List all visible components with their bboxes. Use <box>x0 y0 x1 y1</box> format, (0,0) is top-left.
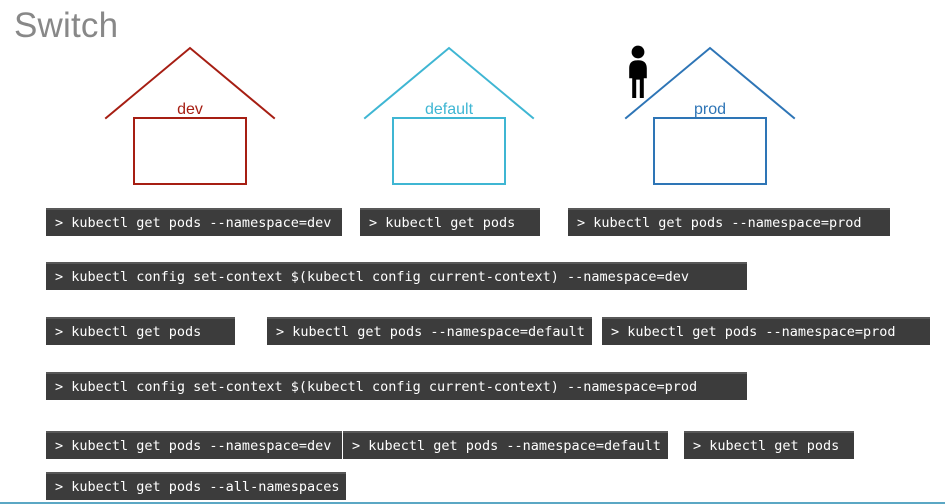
house-default: default <box>363 45 535 190</box>
command-bar[interactable]: > kubectl get pods --namespace=default <box>343 431 668 459</box>
command-bar[interactable]: > kubectl get pods --namespace=prod <box>568 208 890 236</box>
house-outline-icon <box>104 46 276 185</box>
house-prod: prod <box>624 45 796 190</box>
house-outline-icon <box>624 46 796 185</box>
command-bar[interactable]: > kubectl get pods <box>360 208 540 236</box>
command-bar[interactable]: > kubectl get pods <box>684 431 854 459</box>
house-dev: dev <box>104 45 276 190</box>
command-bar[interactable]: > kubectl get pods <box>46 317 235 345</box>
house-outline-icon <box>363 46 535 185</box>
command-bar[interactable]: > kubectl get pods --namespace=dev <box>46 431 342 459</box>
person-icon <box>629 45 647 98</box>
house-label-prod: prod <box>693 101 727 118</box>
command-bar[interactable]: > kubectl config set-context $(kubectl c… <box>46 262 747 290</box>
command-bar[interactable]: > kubectl get pods --namespace=default <box>267 317 592 345</box>
command-bar[interactable]: > kubectl get pods --all-namespaces <box>46 472 346 500</box>
command-bar[interactable]: > kubectl get pods --namespace=prod <box>602 317 930 345</box>
page-title: Switch <box>14 6 119 45</box>
house-label-dev: dev <box>177 101 203 118</box>
bottom-accent-rule <box>0 502 945 504</box>
command-bar[interactable]: > kubectl config set-context $(kubectl c… <box>46 372 747 400</box>
command-bar[interactable]: > kubectl get pods --namespace=dev <box>46 208 342 236</box>
house-label-default: default <box>424 101 474 118</box>
